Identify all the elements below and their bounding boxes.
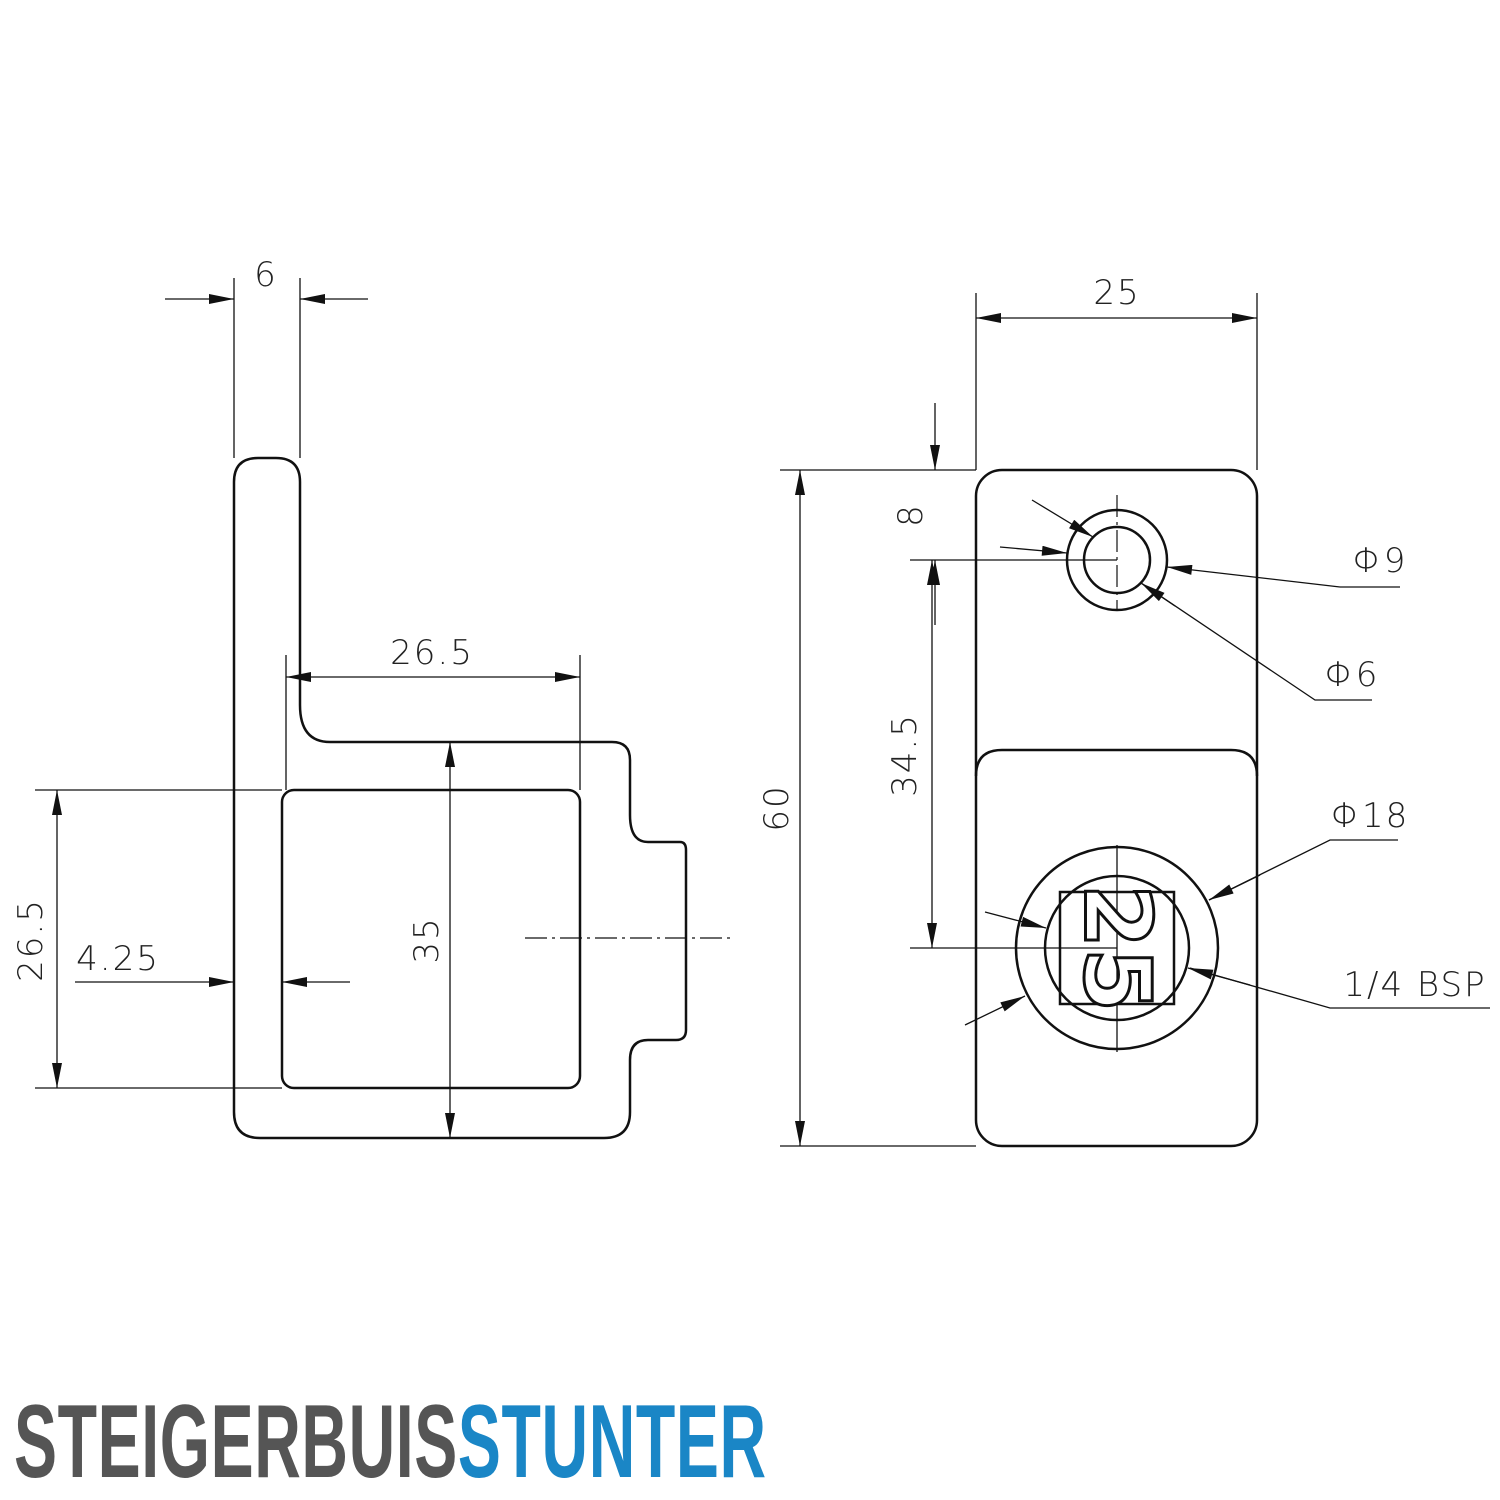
dim-length: 60 <box>757 784 797 831</box>
boss-edge <box>974 748 1259 777</box>
logo-part1: STEIGERBUIS <box>14 1384 458 1500</box>
callout-thread: 1/4 BSP <box>1343 965 1486 1005</box>
side-profile <box>232 456 688 1140</box>
dim-height: 35 <box>407 916 447 963</box>
side-view: 6 26.5 35 26.5 4.25 <box>11 255 735 1140</box>
dim-hole-spacing: 34.5 <box>885 713 925 797</box>
logo-part2: STUNTER <box>457 1384 767 1500</box>
brand-logo: STEIGERBUISSTUNTER <box>14 1390 767 1494</box>
tube-section <box>280 788 582 1090</box>
dim-hole-offset: 8 <box>891 503 931 527</box>
dim-width: 25 <box>1093 273 1140 313</box>
front-view: 25 25 60 8 34.5 Φ9 Φ6 Φ18 <box>757 273 1490 1148</box>
callout-hole-inner: Φ6 <box>1325 655 1380 695</box>
callout-hole-outer: Φ9 <box>1353 541 1408 581</box>
dim-tube-width: 26.5 <box>390 633 474 673</box>
dim-flange-thickness: 6 <box>254 255 278 295</box>
front-outline <box>974 468 1259 1148</box>
callout-boss: Φ18 <box>1331 796 1410 836</box>
dim-wall: 4.25 <box>76 939 160 979</box>
dim-tube-height: 26.5 <box>11 898 51 982</box>
